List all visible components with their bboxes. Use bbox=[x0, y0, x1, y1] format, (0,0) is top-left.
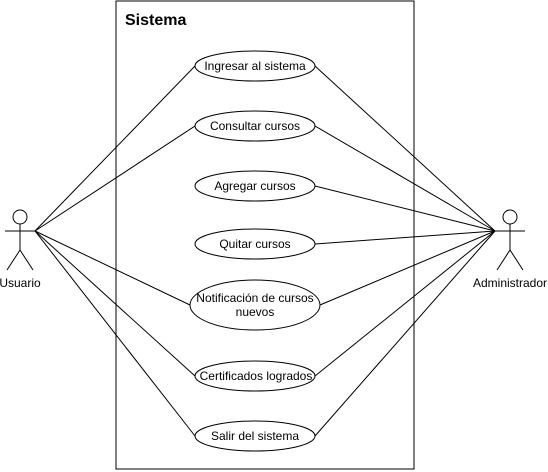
use-case-agregar-label: Agregar cursos bbox=[214, 179, 295, 193]
actor-usuario-label: Usuario bbox=[0, 276, 41, 290]
system-boundary bbox=[115, 0, 415, 470]
use-case-ingresar-label: Ingresar al sistema bbox=[204, 59, 306, 73]
use-case-notificacion[interactable]: Notificación de cursos nuevos bbox=[189, 279, 321, 331]
use-case-salir[interactable]: Salir del sistema bbox=[194, 420, 316, 452]
use-case-certificados-ellipse[interactable] bbox=[194, 360, 316, 392]
stick-figure-icon bbox=[495, 209, 525, 271]
association-administrador-agregar bbox=[314, 185, 496, 232]
association-administrador-certificados bbox=[314, 230, 496, 377]
actor-usuario[interactable]: Usuario bbox=[0, 209, 41, 290]
association-administrador-consultar bbox=[314, 125, 496, 232]
use-case-quitar-label: Quitar cursos bbox=[219, 237, 290, 251]
association-usuario-certificados bbox=[34, 230, 196, 377]
association-administrador-ingresar bbox=[314, 65, 496, 232]
association-usuario-salir bbox=[34, 230, 196, 437]
association-administrador-salir bbox=[314, 230, 496, 437]
association-administrador-notificacion bbox=[319, 230, 496, 306]
system-title: Sistema bbox=[125, 12, 186, 29]
actor-administrador-label: Administrador bbox=[473, 276, 547, 290]
use-case-quitar[interactable]: Quitar cursos bbox=[194, 228, 316, 260]
association-administrador-quitar bbox=[314, 230, 496, 245]
use-case-notificacion-label-line1: Notificación de cursos bbox=[196, 291, 313, 305]
use-case-notificacion-ellipse[interactable] bbox=[189, 279, 321, 331]
use-case-agregar-ellipse[interactable] bbox=[194, 170, 316, 202]
use-case-consultar-ellipse[interactable] bbox=[194, 110, 316, 142]
use-case-agregar[interactable]: Agregar cursos bbox=[194, 170, 316, 202]
association-lines bbox=[34, 65, 496, 437]
use-case-ingresar-ellipse[interactable] bbox=[194, 50, 316, 82]
use-case-quitar-ellipse[interactable] bbox=[194, 228, 316, 260]
use-case-ingresar[interactable]: Ingresar al sistema bbox=[194, 50, 316, 82]
association-usuario-notificacion bbox=[34, 230, 191, 306]
use-case-consultar-label: Consultar cursos bbox=[210, 119, 300, 133]
stick-figure-icon bbox=[5, 209, 35, 271]
use-case-consultar[interactable]: Consultar cursos bbox=[194, 110, 316, 142]
use-case-salir-ellipse[interactable] bbox=[194, 420, 316, 452]
actor-administrador[interactable]: Administrador bbox=[473, 209, 547, 290]
use-case-salir-label: Salir del sistema bbox=[211, 429, 299, 443]
use-case-certificados-label: Certificados logrados bbox=[200, 369, 313, 383]
association-usuario-consultar bbox=[34, 125, 196, 232]
use-case-certificados[interactable]: Certificados logrados bbox=[194, 360, 316, 392]
use-case-notificacion-label-line2: nuevos bbox=[236, 305, 275, 319]
association-usuario-ingresar bbox=[34, 65, 196, 232]
